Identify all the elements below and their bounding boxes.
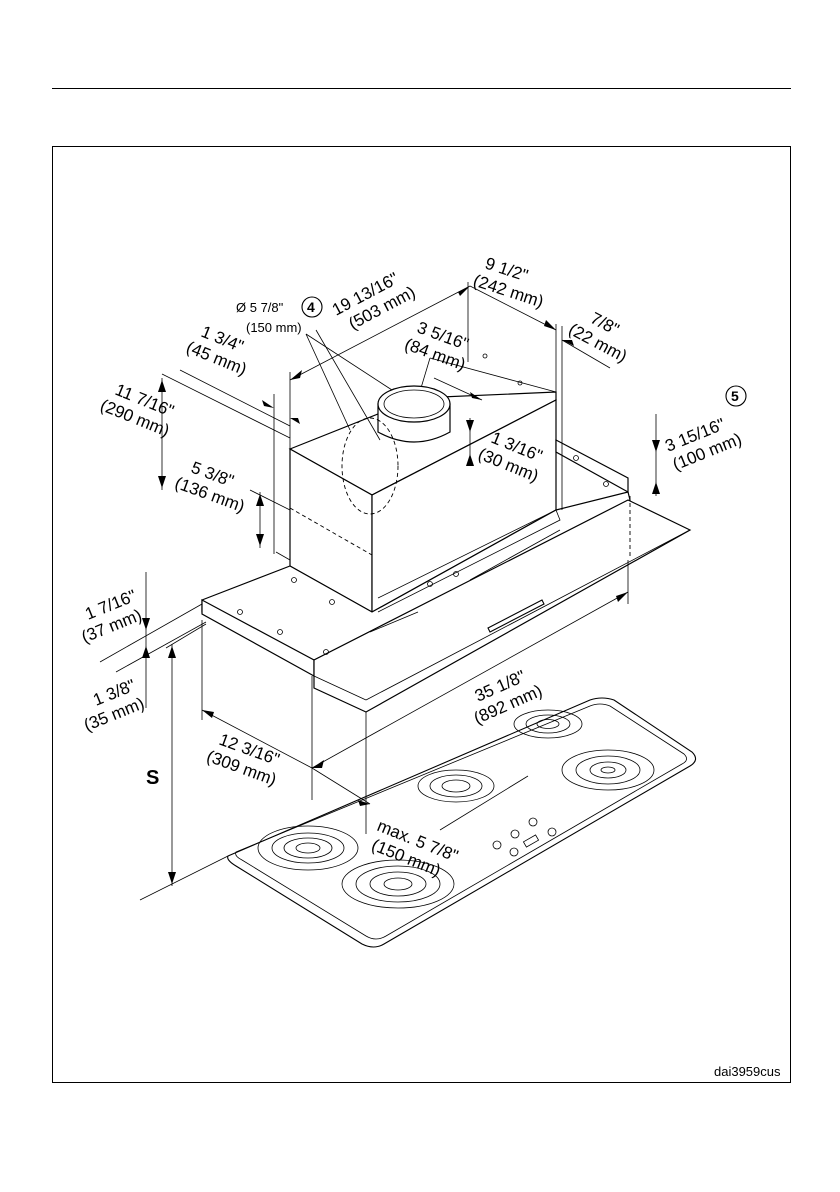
cooktop: [228, 698, 696, 947]
label-7-8: 7/8" (22 mm): [565, 302, 639, 366]
burner-center: [418, 770, 494, 802]
label-12-3-16: 12 3/16" (309 mm): [204, 728, 286, 790]
burner-back: [514, 710, 582, 738]
label-35-1-8: 35 1/8" (892 mm): [463, 663, 545, 728]
drawing-code: dai3959cus: [714, 1064, 781, 1079]
burner-right: [562, 750, 654, 790]
label-11-7-16: 11 7/16" (290 mm): [98, 377, 180, 440]
label-5-3-8: 5 3/8" (136 mm): [172, 454, 254, 516]
label-diameter: Ø 5 7/8" (150 mm): [236, 300, 302, 335]
label-1-3-8: 1 3/8" (35 mm): [74, 675, 147, 735]
callout-4: 4: [302, 297, 322, 317]
label-3-5-16: 3 5/16" (84 mm): [402, 316, 475, 374]
label-s: S: [146, 767, 159, 789]
callout-5: 5: [726, 386, 746, 406]
label-3-15-16: 3 15/16" (100 mm): [662, 411, 744, 474]
label-1-7-16: 1 7/16" (37 mm): [71, 586, 146, 647]
control-knobs: [493, 818, 556, 856]
svg-text:(150 mm): (150 mm): [246, 320, 302, 335]
burner-front-left: [258, 826, 358, 870]
svg-text:4: 4: [307, 299, 315, 315]
svg-text:5: 5: [731, 388, 739, 404]
label-19-13-16: 19 13/16" (503 mm): [329, 265, 419, 337]
label-9-1-2: 9 1/2" (242 mm): [471, 252, 552, 312]
svg-text:Ø 5 7/8": Ø 5 7/8": [236, 300, 284, 315]
